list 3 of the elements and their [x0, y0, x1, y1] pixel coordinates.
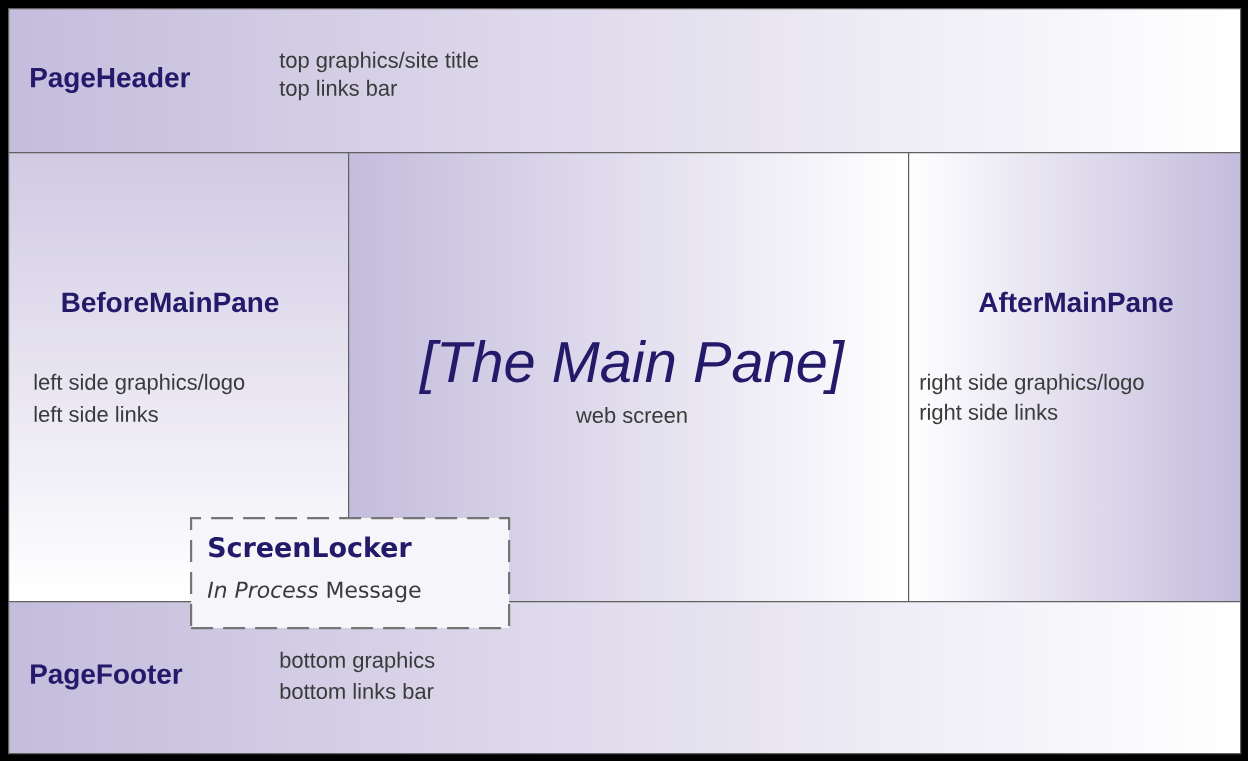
- header-panel: PageHeader top graphics/site title top links bar: [8, 8, 1242, 154]
- side-pane: AfterMainPane right side graphics/logo right side links: [908, 152, 1242, 603]
- dashed-box: ScreenLocker In Process Message: [190, 517, 511, 630]
